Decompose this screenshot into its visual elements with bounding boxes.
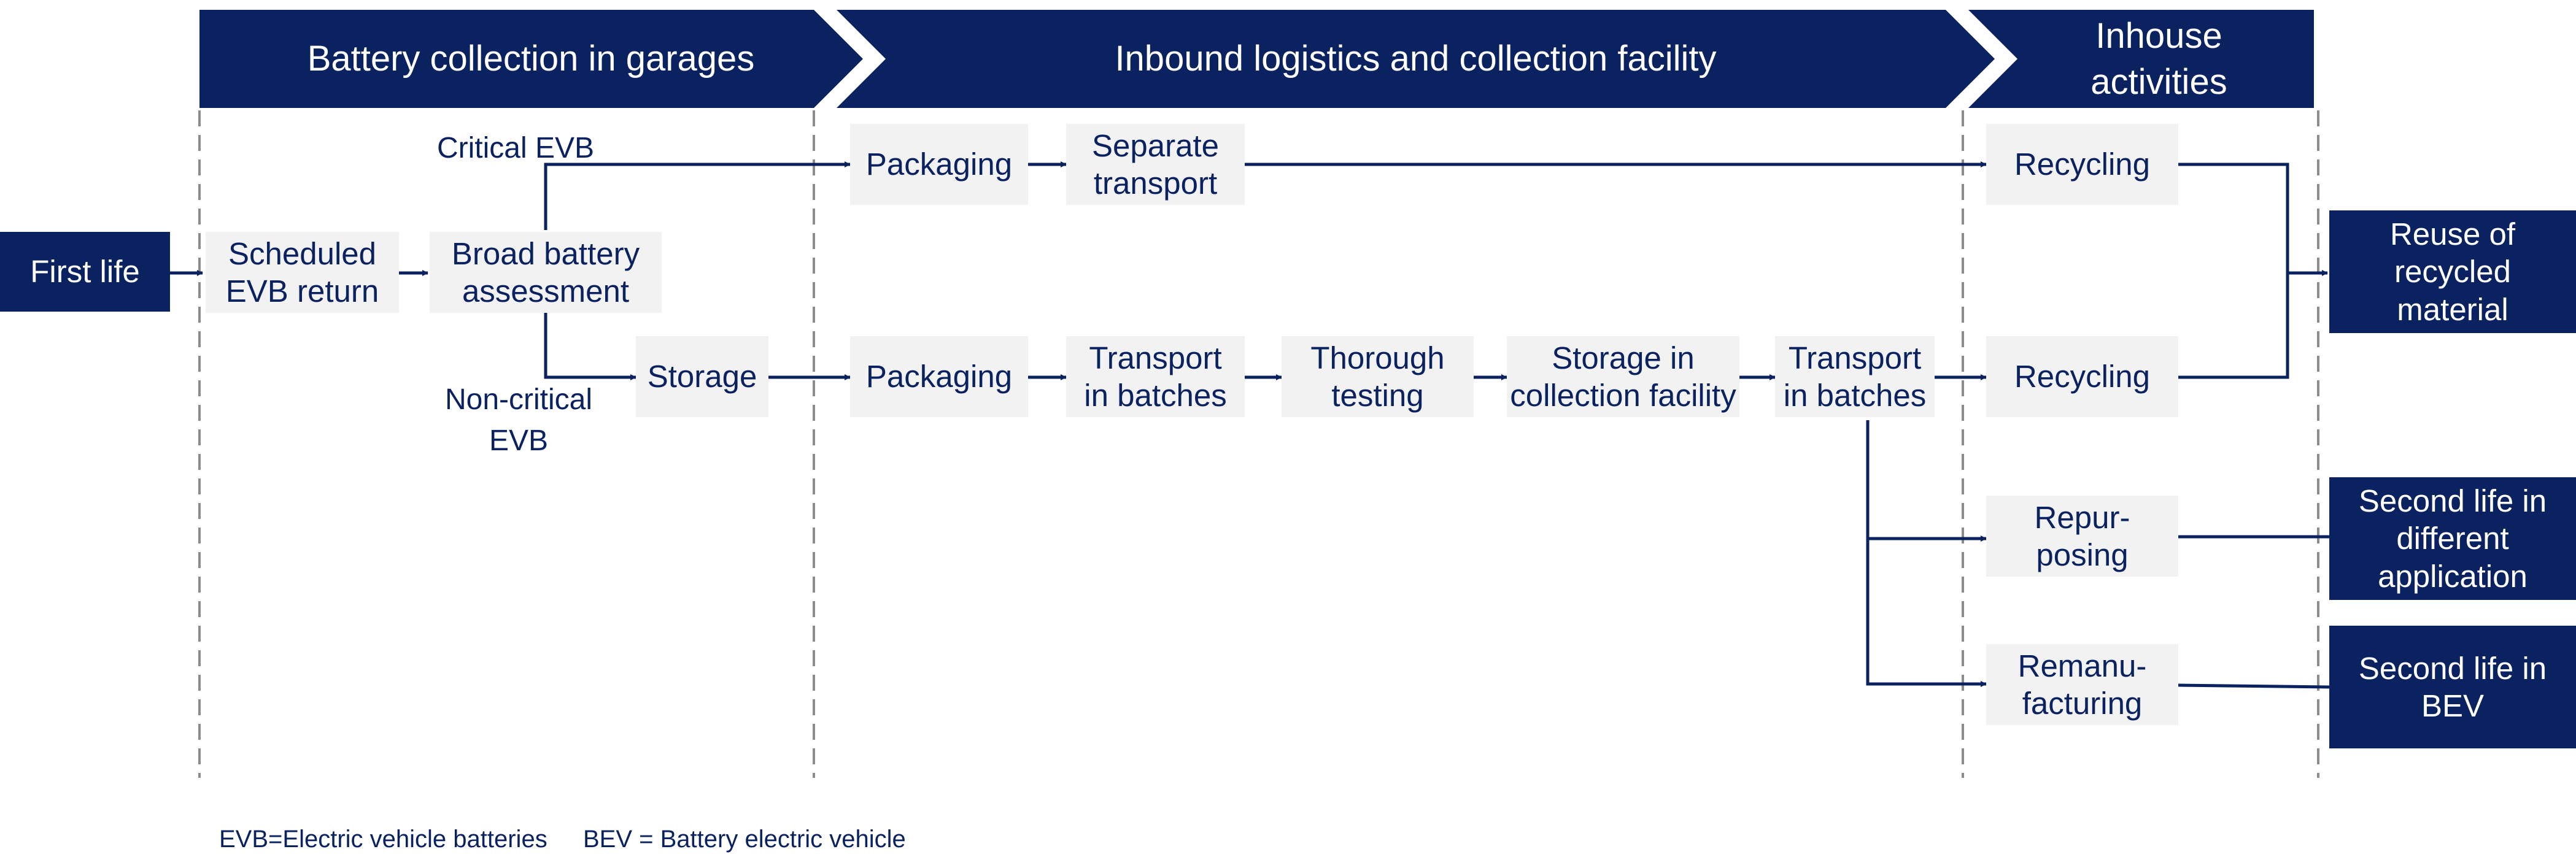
legend-bev: BEV = Battery electric vehicle bbox=[583, 826, 906, 853]
phase-title-garages: Battery collection in garages bbox=[307, 39, 755, 79]
scheduled-return-box: Scheduled EVB return bbox=[206, 232, 399, 313]
broad-assessment-box: Broad battery assessment bbox=[430, 232, 662, 313]
critical-evb-label: Critical EVB bbox=[436, 132, 595, 164]
packaging-top-box: Packaging bbox=[850, 124, 1028, 205]
remanufacturing-box: Remanu- facturing bbox=[1986, 644, 2178, 725]
arrow-noncritical-path bbox=[544, 313, 636, 380]
transport-batches-box: Transport in batches bbox=[1775, 336, 1935, 417]
second-life-bev-box: Second life in BEV bbox=[2329, 626, 2576, 748]
branch-connector bbox=[1866, 420, 1987, 687]
separate-transport-box: Separate transport bbox=[1066, 124, 1245, 205]
repurposing-box: Repur- posing bbox=[1986, 496, 2178, 577]
phase-title-inhouse: Inhouse activities bbox=[2091, 15, 2227, 102]
second-life-different-box: Second life in different application bbox=[2329, 477, 2576, 600]
phase-banner-inbound bbox=[837, 10, 1995, 108]
phase-banner-garages bbox=[199, 10, 863, 108]
arrow-critical-path bbox=[544, 161, 851, 230]
non-critical-evb-label: Non-critical EVB bbox=[444, 383, 593, 458]
reuse-recycled-box: Reuse of recycled material bbox=[2329, 210, 2576, 333]
line-remanufacturing-to-bev bbox=[2178, 683, 2330, 689]
transport-batches-box: Transport in batches bbox=[1066, 336, 1245, 417]
recycling-top-box: Recycling bbox=[1986, 124, 2178, 205]
phase-banner-inhouse bbox=[1968, 10, 2314, 108]
thorough-testing-box: Thorough testing bbox=[1282, 336, 1474, 417]
legend-evb: EVB=Electric vehicle batteries bbox=[219, 826, 547, 853]
storage-facility-box: Storage in collection facility bbox=[1507, 336, 1739, 417]
packaging-mid-box: Packaging bbox=[850, 336, 1028, 417]
storage-box: Storage bbox=[636, 336, 768, 417]
first-life-box: First life bbox=[0, 232, 170, 312]
merge-connector bbox=[2178, 163, 2289, 379]
phase-title-inbound: Inbound logistics and collection facilit… bbox=[1115, 39, 1717, 79]
recycling-mid-box: Recycling bbox=[1986, 336, 2178, 417]
